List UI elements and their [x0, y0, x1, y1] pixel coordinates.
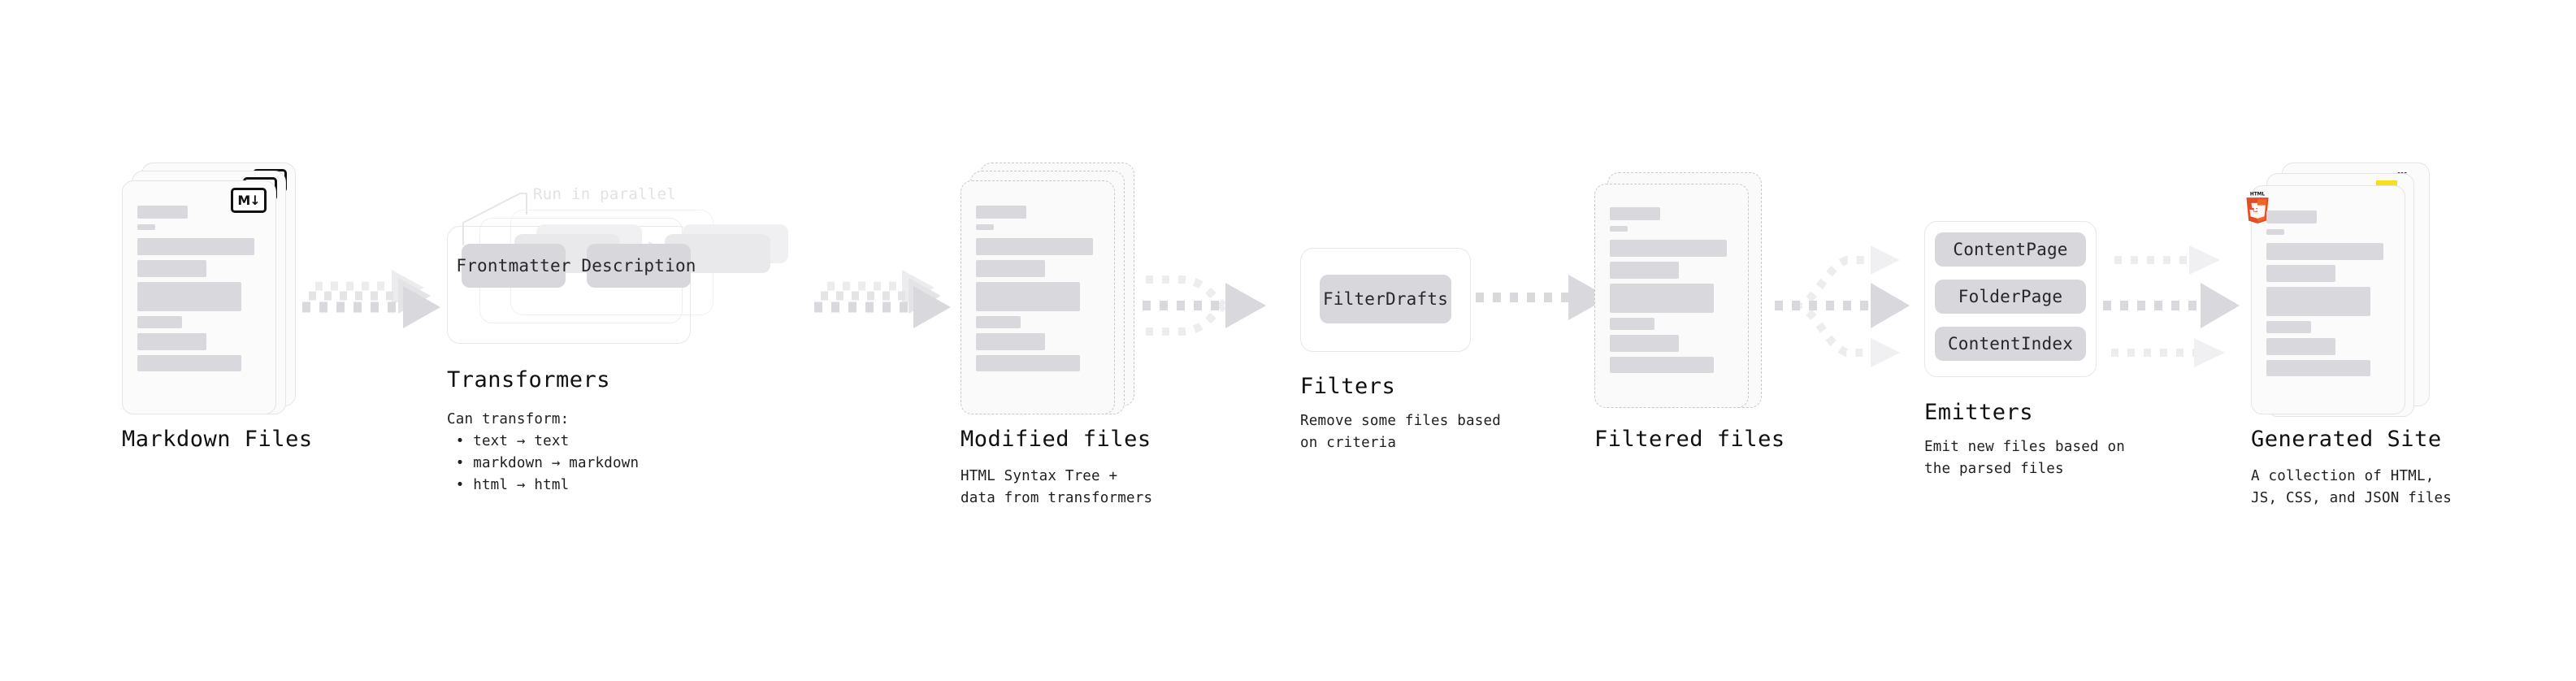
markdown-badge-label: M↓ [237, 193, 260, 208]
markdown-doc-front: M↓ [122, 180, 276, 414]
modified-doc-skeleton [961, 181, 1114, 414]
stage-subtitle-transformers: Can transform: • text → text • markdown … [447, 411, 640, 494]
stage-modified-files: Modified files HTML Syntax Tree + data f… [961, 163, 1152, 506]
emitter-chip-contentpage-label: ContentPage [1953, 240, 2068, 259]
html5-badge-digit: 5 [2253, 204, 2262, 220]
stage-subtitle-generated-site: A collection of HTML, JS, CSS, and JSON … [2251, 468, 2452, 507]
generated-doc-front-html: HTML 5 [2246, 185, 2405, 414]
generated-file-stack: CSS HTML 5 [2246, 163, 2430, 417]
transformer-chip-frontmatter-label: Frontmatter [456, 256, 571, 275]
filter-chip-filterdrafts[interactable]: FilterDrafts [1320, 275, 1451, 323]
stage-markdown-files: M↓ M↓ M↓ [122, 163, 312, 452]
connector-filtered-to-emitters [1775, 245, 1910, 367]
modified-doc-front [961, 180, 1115, 414]
transformer-chip-frontmatter[interactable]: Frontmatter [456, 244, 570, 288]
stage-subtitle-modified-files: HTML Syntax Tree + data from transformer… [961, 468, 1153, 507]
filtered-doc-skeleton [1595, 184, 1748, 407]
stage-title-generated-site: Generated Site [2251, 427, 2442, 452]
connector-markdown-to-transformers [302, 270, 440, 328]
filtered-file-stack [1594, 172, 1769, 416]
emitters-group-box [1924, 221, 2097, 377]
stage-title-filtered-files: Filtered files [1594, 427, 1785, 452]
markdown-badge: M↓ [231, 188, 267, 213]
run-in-parallel-callout [462, 193, 527, 245]
emitter-chip-contentindex[interactable]: ContentIndex [1935, 327, 2086, 361]
connector-transformers-to-modified [814, 270, 951, 328]
emitter-chip-contentindex-label: ContentIndex [1947, 334, 2074, 354]
emitter-chip-folderpage[interactable]: FolderPage [1935, 280, 2086, 314]
html5-badge: HTML 5 [2246, 192, 2269, 224]
run-in-parallel-label: Run in parallel [533, 185, 677, 203]
transformer-chip-description-label: Description [581, 256, 696, 275]
stage-generated-site: CSS HTML 5 [2246, 163, 2452, 506]
stage-title-emitters: Emitters [1924, 400, 2034, 425]
filters-group-box [1300, 248, 1471, 352]
connector-modified-to-filters [1143, 275, 1266, 336]
stage-title-markdown-files: Markdown Files [122, 427, 313, 452]
modified-file-stack [961, 163, 1135, 414]
markdown-file-stack: M↓ M↓ M↓ [122, 163, 297, 414]
connector-filters-to-filtered [1476, 275, 1609, 320]
filtered-doc-front [1594, 184, 1749, 408]
connector-emitters-to-generated [2103, 245, 2240, 367]
filter-chip-filterdrafts-label: FilterDrafts [1322, 289, 1449, 309]
emitter-chip-folderpage-label: FolderPage [1958, 287, 2063, 306]
emitter-chip-contentpage[interactable]: ContentPage [1935, 232, 2086, 267]
stage-filtered-files: Filtered files [1594, 172, 1785, 452]
stage-subtitle-filters: Remove some files based on criteria [1300, 413, 1501, 452]
stage-subtitle-emitters: Emit new files based on the parsed files [1924, 439, 2125, 478]
stage-title-filters: Filters [1300, 374, 1396, 399]
generated-doc-skeleton [2252, 186, 2405, 414]
transformer-chip-description[interactable]: Description [581, 244, 696, 288]
stage-title-transformers: Transformers [447, 367, 611, 393]
html5-badge-word: HTML [2250, 192, 2265, 197]
markdown-doc-skeleton [123, 181, 275, 414]
stage-title-modified-files: Modified files [961, 427, 1151, 452]
